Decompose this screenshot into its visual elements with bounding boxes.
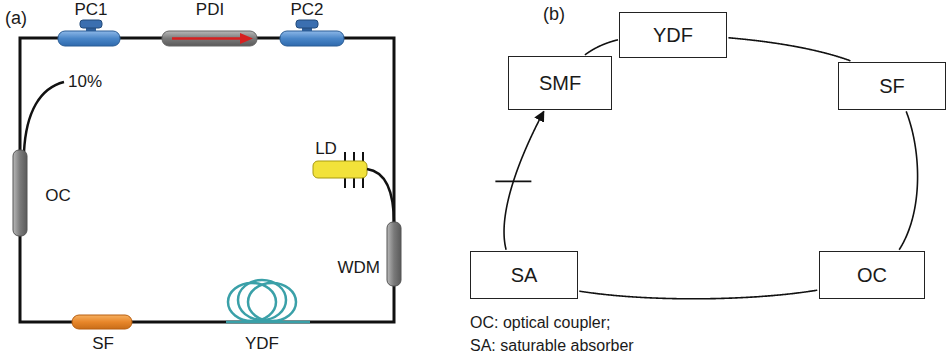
ring-fiber [728,38,850,61]
component-label: PC1 [74,0,107,20]
box-label: SF [879,75,905,98]
isolator [162,31,257,46]
process-box: OC [819,251,925,299]
component-label: OC [45,186,71,206]
wdm-coupler [387,222,401,286]
output-fiber [24,82,64,152]
isolator-arrow [240,33,253,44]
polarization-controller [58,31,120,46]
box-label: SA [511,264,538,287]
process-box: YDF [619,12,727,58]
component-label: PDI [196,0,224,20]
gain-fiber-coil [226,280,310,322]
component-label: LD [315,139,337,159]
direction-tick [495,181,531,183]
ring-fiber [504,111,544,249]
process-box: SA [470,251,578,299]
component-label: WDM [338,258,380,278]
process-box: SMF [508,56,612,110]
component-label: SF [92,334,114,354]
component-label: YDF [245,334,279,354]
laser-diode [313,161,367,178]
controller-knob [80,20,102,28]
fiber [20,38,394,224]
ring-fiber [899,111,917,249]
process-box: SF [838,62,946,110]
controller-knob [296,20,318,28]
fiber [20,234,394,322]
panel-label: (a) [5,8,27,29]
ring-fiber [579,290,817,299]
legend-note: OC: optical coupler; [470,314,611,332]
component-label: PC2 [290,0,323,20]
polarization-controller [280,31,344,46]
pump-fiber [367,169,394,224]
legend-note: SA: saturable absorber [470,337,634,355]
coupler [13,150,27,236]
panel-label: (b) [543,4,565,25]
box-label: OC [857,264,887,287]
isolator-arrow [172,37,242,40]
spectral-filter [72,315,132,329]
box-label: YDF [653,24,693,47]
box-label: SMF [539,72,581,95]
ring-fiber [585,40,618,55]
output-ratio: 10% [68,72,102,92]
